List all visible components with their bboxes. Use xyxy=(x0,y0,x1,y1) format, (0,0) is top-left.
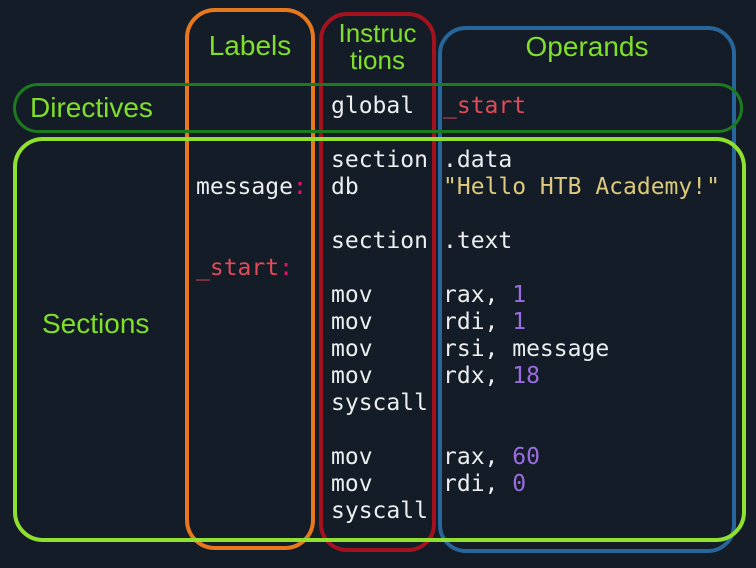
instructions-column-header: Instruc tions xyxy=(338,18,417,75)
code-line-instruction xyxy=(331,417,437,444)
operands-code-column: _start .data"Hello HTB Academy!" .text rax,… xyxy=(443,93,739,525)
code-segment: .data xyxy=(443,147,513,173)
code-line-instruction xyxy=(331,255,437,282)
code-line-label xyxy=(196,471,326,498)
code-line-instruction: db xyxy=(331,174,437,201)
code-line-operand xyxy=(443,498,739,525)
labels-code-column: message:_start: xyxy=(196,93,326,525)
instructions-column-outline xyxy=(319,12,436,552)
code-segment: message xyxy=(196,174,293,200)
code-line-operand xyxy=(443,417,739,444)
code-line-operand: rdi, 1 xyxy=(443,309,739,336)
code-line-operand: _start xyxy=(443,93,739,120)
code-line-label xyxy=(196,228,326,255)
code-line-label xyxy=(196,282,326,309)
directives-row-header: Directives xyxy=(30,92,153,123)
code-segment: syscall xyxy=(331,390,428,416)
code-segment: rdi, xyxy=(443,309,513,335)
code-segment: rdx, xyxy=(443,363,513,389)
code-segment: rax, xyxy=(443,282,513,308)
code-segment: : xyxy=(292,174,307,200)
code-line-label xyxy=(196,498,326,525)
code-segment: rax, xyxy=(443,444,513,470)
sections-row-outline xyxy=(13,137,746,542)
code-segment: : xyxy=(279,255,293,281)
operands-column-outline xyxy=(438,26,736,553)
code-line-operand: "Hello HTB Academy!" xyxy=(443,174,739,201)
code-segment: 1 xyxy=(512,282,527,308)
operands-column-header: Operands xyxy=(525,31,649,62)
code-line-operand xyxy=(443,390,739,417)
code-segment: mov xyxy=(331,336,373,362)
code-line-operand xyxy=(443,120,739,147)
code-line-label: _start: xyxy=(196,255,326,282)
code-segment: 0 xyxy=(512,471,527,497)
code-line-instruction: syscall xyxy=(331,390,437,417)
code-segment: mov xyxy=(331,363,373,389)
code-line-instruction: section xyxy=(331,228,437,255)
code-line-operand xyxy=(443,201,739,228)
code-segment: .text xyxy=(443,228,513,254)
code-line-operand: rax, 1 xyxy=(443,282,739,309)
code-segment: section xyxy=(331,228,428,254)
code-segment: 1 xyxy=(512,309,527,335)
sections-row-header: Sections xyxy=(42,308,150,339)
code-line-instruction xyxy=(331,120,437,147)
code-line-label: message: xyxy=(196,174,326,201)
code-segment: mov xyxy=(331,444,373,470)
code-line-instruction: syscall xyxy=(331,498,437,525)
code-line-label xyxy=(196,363,326,390)
code-line-instruction: mov xyxy=(331,336,437,363)
labels-column-outline xyxy=(185,8,315,550)
code-line-operand: .data xyxy=(443,147,739,174)
directives-row-outline xyxy=(13,83,743,133)
code-segment: "Hello HTB Academy!" xyxy=(443,174,720,200)
code-line-label xyxy=(196,309,326,336)
code-line-instruction: global xyxy=(331,93,437,120)
code-line-label xyxy=(196,120,326,147)
code-line-label xyxy=(196,201,326,228)
code-segment: rdi, xyxy=(443,471,513,497)
code-segment: global xyxy=(331,93,415,119)
code-line-operand: rdi, 0 xyxy=(443,471,739,498)
code-segment: mov xyxy=(331,471,373,497)
code-line-instruction: mov xyxy=(331,282,437,309)
code-segment: section xyxy=(331,147,428,173)
code-line-instruction: section xyxy=(331,147,437,174)
code-line-operand: rax, 60 xyxy=(443,444,739,471)
code-line-operand xyxy=(443,255,739,282)
code-line-label xyxy=(196,93,326,120)
code-line-operand: rdx, 18 xyxy=(443,363,739,390)
code-line-instruction: mov xyxy=(331,309,437,336)
code-segment: rsi, message xyxy=(443,336,610,362)
code-segment: syscall xyxy=(331,498,428,524)
code-segment: _start xyxy=(443,93,527,119)
code-line-label xyxy=(196,417,326,444)
code-segment: db xyxy=(331,174,359,200)
code-segment: _start xyxy=(196,255,280,281)
code-segment: 18 xyxy=(512,363,540,389)
code-line-label xyxy=(196,336,326,363)
code-segment: 60 xyxy=(512,444,540,470)
code-line-instruction xyxy=(331,201,437,228)
code-line-label xyxy=(196,390,326,417)
code-line-instruction: mov xyxy=(331,444,437,471)
code-line-instruction: mov xyxy=(331,363,437,390)
code-line-instruction: mov xyxy=(331,471,437,498)
code-segment: mov xyxy=(331,309,373,335)
labels-column-header: Labels xyxy=(208,30,292,61)
code-line-label xyxy=(196,444,326,471)
code-line-operand: rsi, message xyxy=(443,336,739,363)
code-line-label xyxy=(196,147,326,174)
code-line-operand: .text xyxy=(443,228,739,255)
code-segment: mov xyxy=(331,282,373,308)
